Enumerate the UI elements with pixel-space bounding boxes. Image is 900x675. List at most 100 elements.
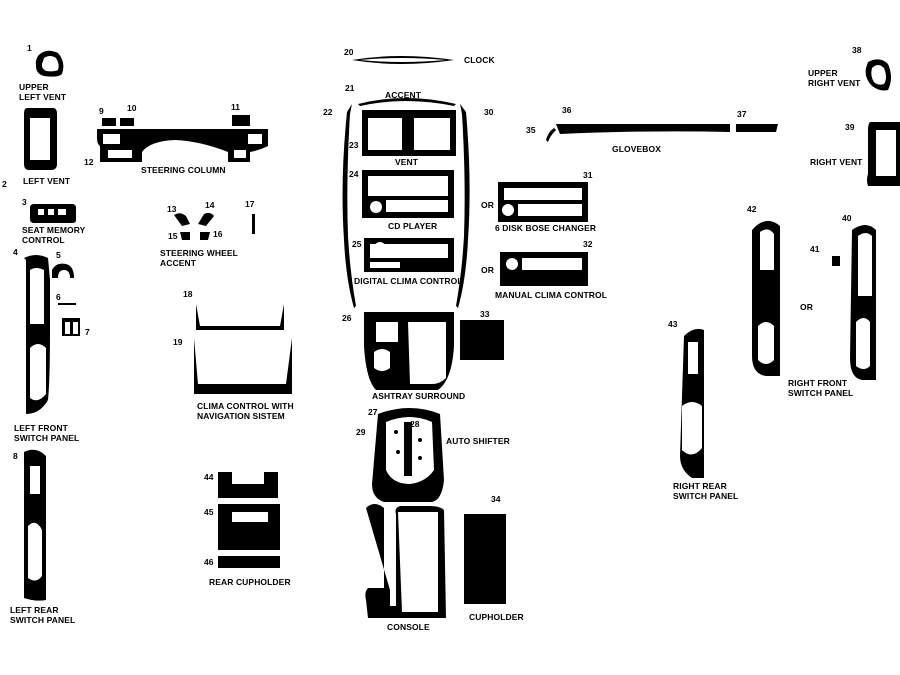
part-number-3: 3 (22, 197, 27, 207)
part-number-45: 45 (204, 507, 214, 517)
label-digital-clima-control: DIGITAL CLIMA CONTROL (354, 276, 463, 286)
part-number-11: 11 (231, 102, 240, 112)
part-11 (232, 115, 250, 126)
label-upper-left-vent: UPPER LEFT VENT (19, 82, 67, 102)
part-vent-center (404, 116, 412, 140)
part-number-13: 13 (167, 204, 177, 214)
part-16 (200, 232, 210, 240)
part-19 (194, 338, 292, 394)
part-number-46: 46 (204, 557, 214, 567)
part-number-17: 17 (245, 199, 255, 209)
part-number-37: 37 (737, 109, 747, 119)
part-number-22: 22 (323, 107, 333, 117)
part-number-15: 15 (168, 231, 178, 241)
part-30 (456, 104, 470, 308)
part-number-38: 38 (852, 45, 862, 55)
part-number-16: 16 (213, 229, 223, 239)
label-6-disk-bose-changer: 6 DISK BOSE CHANGER (495, 223, 597, 233)
part-manual-clima-knob (506, 258, 518, 270)
label-accent: ACCENT (385, 90, 422, 100)
label-console: CONSOLE (387, 622, 430, 632)
part-number-2: 2 (2, 179, 7, 189)
part-seat-memory-btn3 (58, 209, 66, 215)
label-steering-column: STEERING COLUMN (141, 165, 226, 175)
part-number-41: 41 (810, 244, 820, 254)
label-left-front-switch-panel: LEFT FRONT SWITCH PANEL (14, 423, 80, 443)
label-right-rear-switch-panel: RIGHT REAR SWITCH PANEL (673, 481, 739, 501)
part-number-36: 36 (562, 105, 572, 115)
part-glovebox-37 (736, 124, 778, 132)
label-seat-memory-control: SEAT MEMORY CONTROL (22, 225, 86, 245)
part-number-20: 20 (344, 47, 354, 57)
part-shifter-dot3 (396, 450, 400, 454)
part-digital-clima-knob (374, 242, 386, 254)
part-number-44: 44 (204, 472, 214, 482)
part-seat-memory-btn2 (48, 209, 54, 215)
label-auto-shifter: AUTO SHIFTER (446, 436, 510, 446)
part-manual-clima-control (500, 252, 588, 286)
label-left-vent: LEFT VENT (23, 176, 71, 186)
label-or-2: OR (481, 265, 494, 275)
label-manual-clima-control: MANUAL CLIMA CONTROL (495, 290, 608, 300)
part-22 (342, 104, 356, 308)
label-ashtray-surround: ASHTRAY SURROUND (372, 391, 466, 401)
part-clock (352, 56, 454, 64)
part-accent (358, 98, 456, 106)
part-left-vent-slot (36, 112, 48, 115)
label-upper-right-vent: UPPER RIGHT VENT (808, 68, 861, 88)
part-number-24: 24 (349, 169, 359, 179)
part-number-8: 8 (13, 451, 18, 461)
part-right-rear-switch-panel (680, 328, 704, 478)
label-right-front-switch-panel: RIGHT FRONT SWITCH PANEL (788, 378, 854, 398)
part-18 (196, 304, 284, 330)
part-cd-knob (370, 201, 382, 213)
part-number-28: 28 (410, 419, 420, 429)
part-41 (832, 256, 840, 266)
part-steering-column (97, 129, 268, 162)
part-10 (120, 118, 134, 126)
part-number-35: 35 (526, 125, 536, 135)
label-right-vent: RIGHT VENT (810, 157, 863, 167)
part-shifter-dot1 (394, 430, 398, 434)
part-number-40: 40 (842, 213, 852, 223)
part-left-front-switch-panel (24, 255, 50, 414)
part-number-39: 39 (845, 122, 855, 132)
part-35 (546, 128, 556, 142)
part-number-1: 1 (27, 43, 32, 53)
part-6-disk-bose-changer (498, 182, 588, 222)
part-console (365, 504, 446, 618)
part-number-32: 32 (583, 239, 593, 249)
label-clima-control-nav: CLIMA CONTROL WITH NAVIGATION SISTEM (197, 401, 294, 421)
label-cd-player: CD PLAYER (388, 221, 438, 231)
part-upper-right-vent (865, 59, 891, 91)
part-number-6: 6 (56, 292, 61, 302)
part-44 (218, 472, 278, 498)
part-40 (850, 225, 876, 380)
label-or-3: OR (800, 302, 813, 312)
part-42 (752, 220, 780, 376)
part-number-9: 9 (99, 106, 104, 116)
part-46 (218, 556, 280, 568)
label-vent: VENT (395, 157, 419, 167)
part-number-34: 34 (491, 494, 501, 504)
part-number-29: 29 (356, 427, 366, 437)
part-ashtray-surround (364, 312, 454, 390)
label-rear-cupholder: REAR CUPHOLDER (209, 577, 291, 587)
part-7 (62, 318, 80, 336)
label-or-1: OR (481, 200, 494, 210)
part-number-19: 19 (173, 337, 183, 347)
part-number-23: 23 (349, 140, 359, 150)
part-upper-left-vent (35, 50, 64, 77)
part-number-43: 43 (668, 319, 678, 329)
label-steering-wheel-accent: STEERING WHEEL ACCENT (160, 248, 238, 268)
part-cd-player (362, 170, 454, 218)
label-glovebox: GLOVEBOX (612, 144, 661, 154)
part-13 (174, 213, 190, 226)
part-28-slot (404, 422, 412, 476)
part-33 (460, 320, 504, 360)
part-auto-shifter (372, 408, 444, 502)
part-shifter-dot4 (418, 456, 422, 460)
part-number-21: 21 (345, 83, 355, 93)
part-number-42: 42 (747, 204, 757, 214)
